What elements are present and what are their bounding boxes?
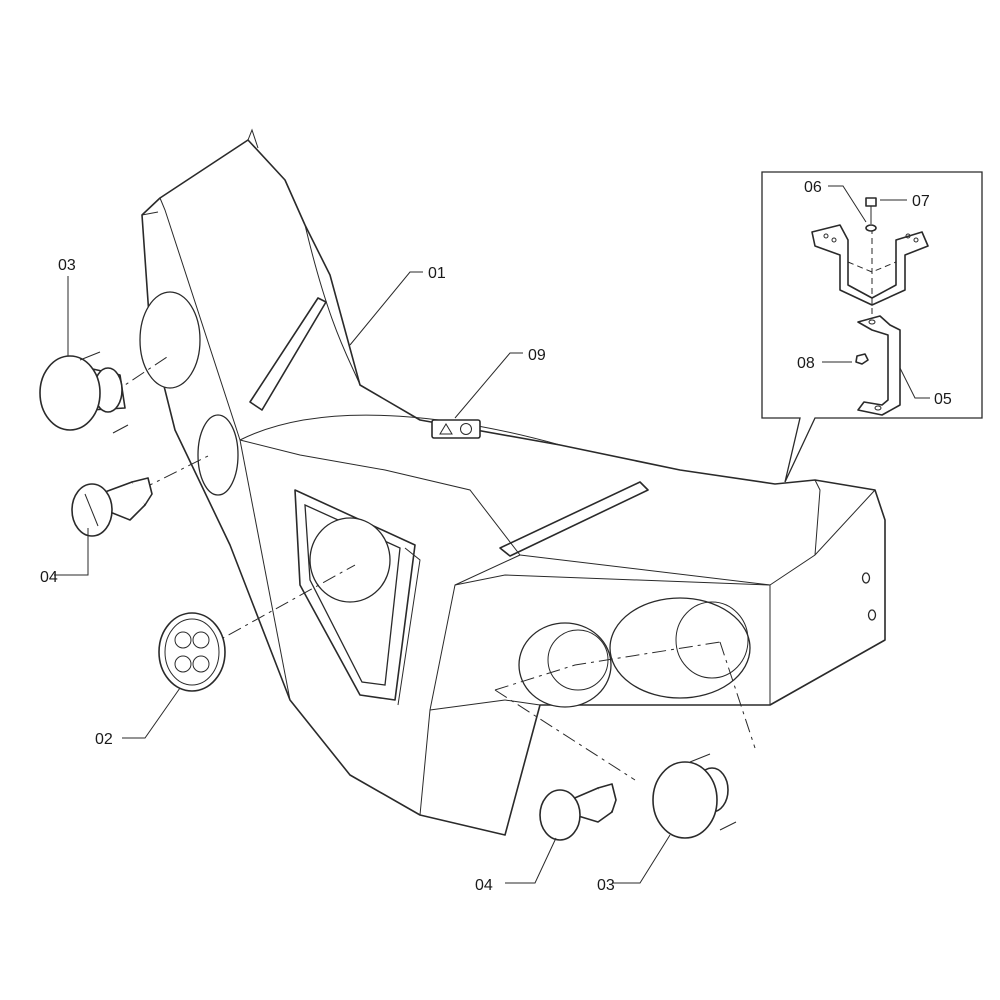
callout-04-bottom: 04 <box>475 877 493 894</box>
callout-06: 06 <box>804 179 822 196</box>
callout-02: 02 <box>95 731 113 748</box>
callout-labels: 01 02 03 03 04 04 05 06 07 08 09 <box>40 179 952 894</box>
leader-lines <box>54 185 930 884</box>
bulb-socket-bottom <box>539 783 617 841</box>
hood-body <box>139 128 886 836</box>
callout-05: 05 <box>934 391 952 408</box>
warning-decal <box>431 419 481 439</box>
headlight-lens <box>158 612 226 692</box>
callout-03-left: 03 <box>58 257 76 274</box>
side-lamp-bottom <box>652 753 737 839</box>
assembly-lines <box>109 354 756 781</box>
bracket-detail-inset <box>761 171 983 483</box>
callout-03-bottom: 03 <box>597 877 615 894</box>
callout-04-left: 04 <box>40 569 58 586</box>
callout-08: 08 <box>797 355 815 372</box>
callout-07: 07 <box>912 193 930 210</box>
callout-09: 09 <box>528 347 546 364</box>
callout-01: 01 <box>428 265 446 282</box>
bulb-socket-left <box>71 477 153 537</box>
side-lamp-left <box>39 351 129 434</box>
